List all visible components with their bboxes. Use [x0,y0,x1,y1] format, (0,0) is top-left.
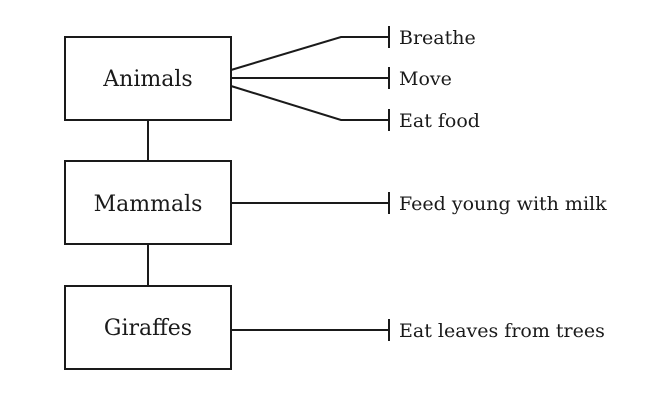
property-animals-breathe: Breathe [399,27,476,49]
box-label-animals: Animals [102,67,192,92]
box-mammals [64,160,232,245]
box-animals [64,36,232,121]
property-giraffes-eat-leaves: Eat leaves from trees [399,320,605,342]
box-label-mammals: Mammals [94,192,203,217]
box-label-giraffes: Giraffes [104,316,192,341]
property-animals-eat-food: Eat food [399,110,480,132]
property-mammals-feed-young: Feed young with milk [399,193,607,215]
link-animals-eat-food [230,85,389,121]
box-giraffes [64,285,232,370]
link-animals-breathe [230,36,389,71]
property-animals-move: Move [399,68,452,90]
